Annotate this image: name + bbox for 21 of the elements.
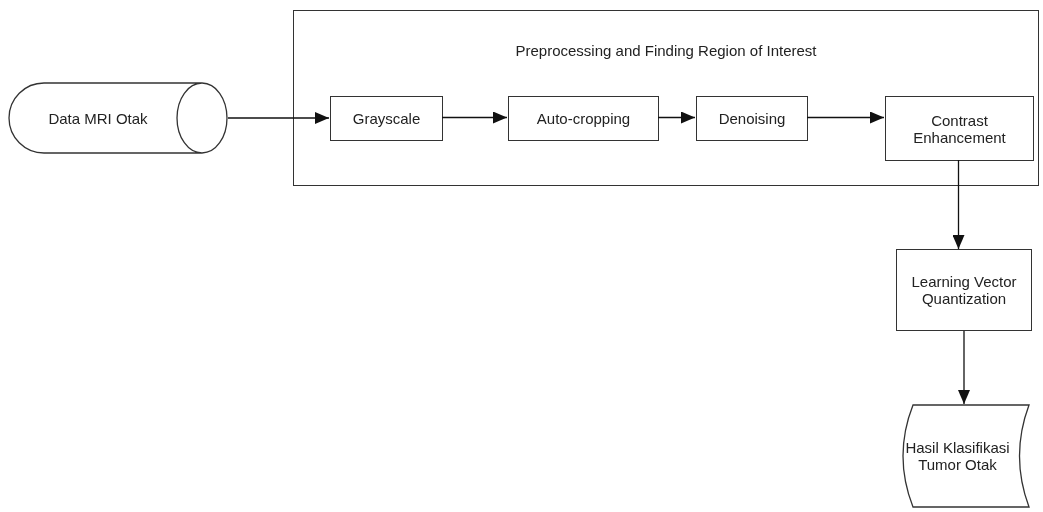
node-label: Data MRI Otak bbox=[48, 109, 148, 127]
process-box bbox=[885, 96, 1034, 161]
node-label: Auto-cropping bbox=[536, 110, 631, 127]
process-box bbox=[896, 249, 1032, 331]
data-cylinder bbox=[8, 82, 228, 154]
arrow bbox=[227, 112, 330, 124]
node-label: Learning Vector Quantization bbox=[910, 273, 1018, 307]
node-label: Contrast Enhancement bbox=[912, 111, 1007, 146]
arrow bbox=[952, 159, 965, 250]
arrow bbox=[806, 111, 885, 124]
process-box bbox=[696, 96, 808, 141]
node-label: Hasil Klasifikasi Tumor Otak bbox=[905, 439, 1010, 473]
node-label: Denoising bbox=[718, 110, 786, 127]
process-box bbox=[508, 96, 659, 141]
arrow bbox=[958, 330, 970, 405]
arrow bbox=[657, 111, 696, 124]
process-box bbox=[330, 96, 443, 141]
arrow bbox=[441, 111, 508, 124]
node-label: Grayscale bbox=[352, 110, 421, 127]
group-box bbox=[293, 10, 1039, 186]
node-label: Preprocessing and Finding Region of Interest bbox=[515, 42, 817, 59]
